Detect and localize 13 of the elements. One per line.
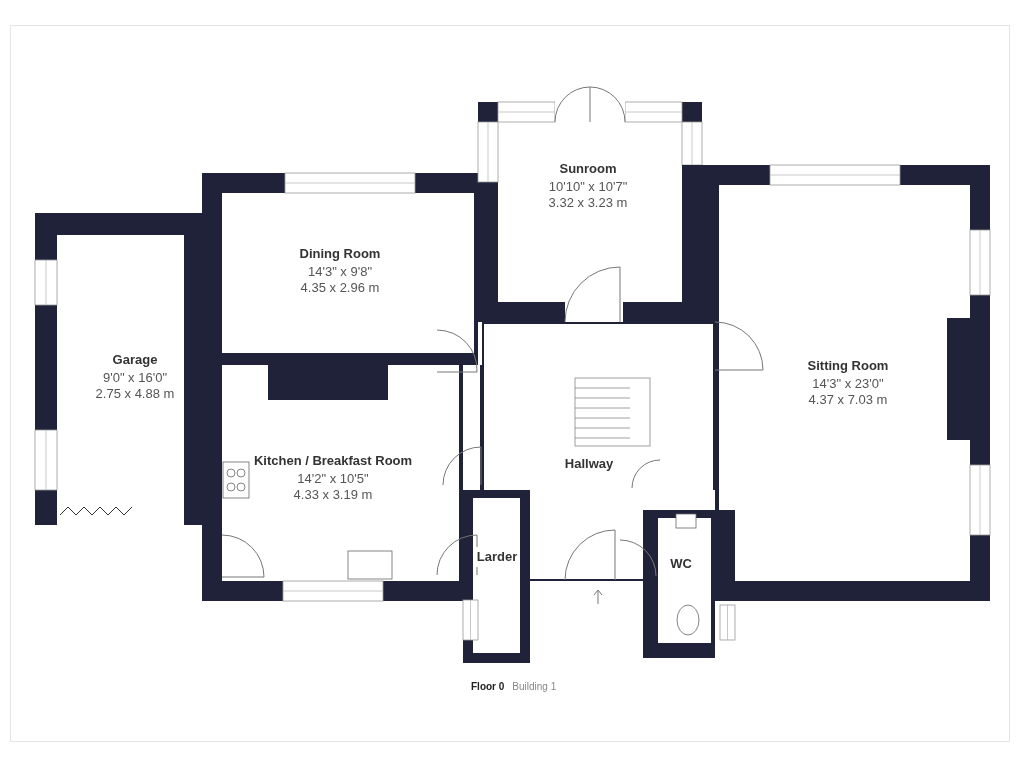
room-dimensions: 9'0" x 16'0" (102, 370, 168, 386)
floor-label: Building 1 (512, 680, 557, 694)
room-dimensions: 14'3" x 9'8" (307, 264, 373, 280)
room-dimensions: 4.37 x 7.03 m (808, 392, 888, 408)
room-dimensions: 10'10" x 10'7" (548, 179, 628, 195)
room-dimensions: 4.35 x 2.96 m (300, 280, 380, 296)
room-dimensions: 2.75 x 4.88 m (95, 386, 175, 402)
room-dimensions: 14'3" x 23'0" (812, 376, 884, 392)
floor-label: Floor 0 (471, 680, 505, 694)
room-dimensions: 4.33 x 3.19 m (293, 487, 373, 503)
room-dimensions: 3.32 x 3.23 m (548, 195, 628, 211)
room-name: Larder (475, 547, 519, 567)
room-dimensions: 14'2" x 10'5" (297, 471, 369, 487)
